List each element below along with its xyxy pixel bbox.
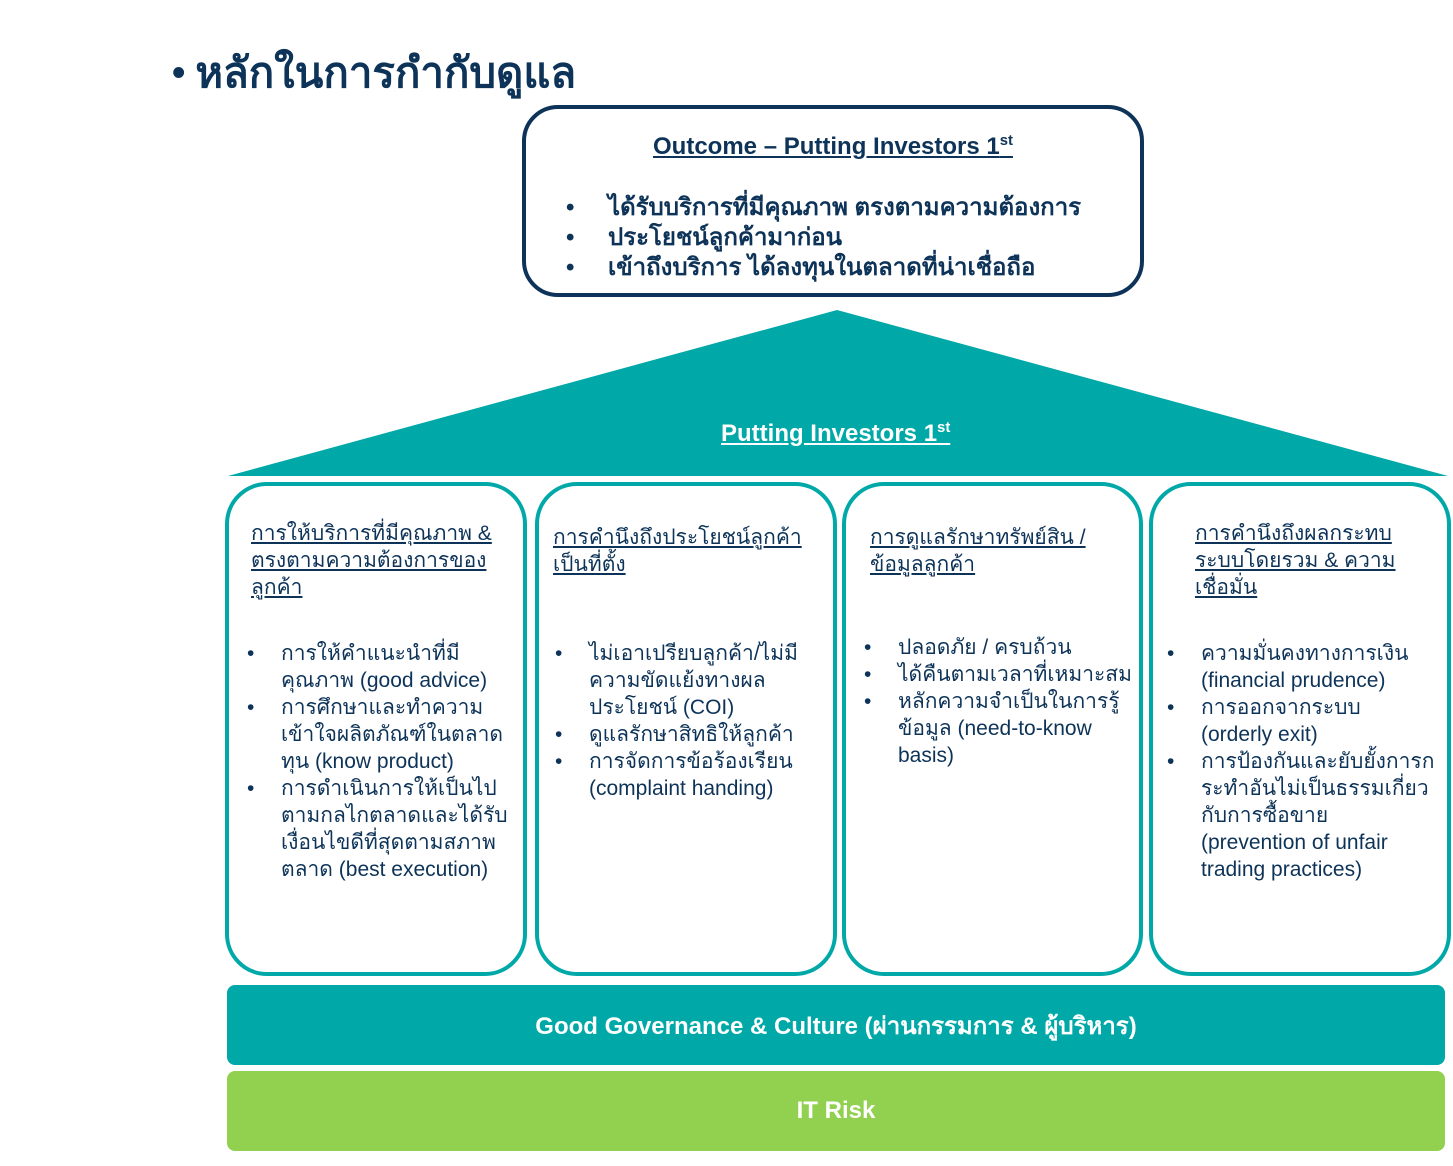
outcome-list: ได้รับบริการที่มีคุณภาพ ตรงตามความต้องกา… xyxy=(566,193,1081,283)
pillar-list: การให้คำแนะนำที่มีคุณภาพ (good advice) ก… xyxy=(247,640,509,883)
pillar-item: การดำเนินการให้เป็นไปตามกลไกตลาดและได้รั… xyxy=(247,775,509,883)
outcome-item: เข้าถึงบริการ ได้ลงทุนในตลาดที่น่าเชื่อถ… xyxy=(566,253,1081,283)
pillar-quality-service: การให้บริการที่มีคุณภาพ & ตรงตามความต้อง… xyxy=(225,482,527,976)
pillar-item: การศึกษาและทำความเข้าใจผลิตภัณฑ์ในตลาดทุ… xyxy=(247,694,509,775)
governance-label: Good Governance & Culture (ผ่านกรรมการ &… xyxy=(535,1012,1137,1040)
bullet-icon: • xyxy=(172,51,186,94)
governance-band: Good Governance & Culture (ผ่านกรรมการ &… xyxy=(227,985,1445,1065)
roof-triangle xyxy=(228,310,1448,476)
pillar-item: ดูแลรักษาสิทธิให้ลูกค้า xyxy=(555,721,817,748)
outcome-heading: Outcome – Putting Investors 1st xyxy=(526,133,1140,161)
pillar-item: การป้องกันและยับยั้งการกระทำอันไม่เป็นธร… xyxy=(1167,748,1437,883)
roof-label-sup: st xyxy=(937,420,951,436)
pillar-item: ปลอดภัย / ครบถ้วน xyxy=(864,634,1132,661)
outcome-heading-sup: st xyxy=(999,133,1013,149)
pillar-heading: การให้บริการที่มีคุณภาพ & ตรงตามความต้อง… xyxy=(251,522,492,599)
pillar-item: การให้คำแนะนำที่มีคุณภาพ (good advice) xyxy=(247,640,509,694)
roof-shape xyxy=(228,310,1448,476)
page-title: • หลักในการกำกับดูแล xyxy=(172,40,576,106)
pillar-item: การออกจากระบบ (orderly exit) xyxy=(1167,694,1437,748)
it-risk-band: IT Risk xyxy=(227,1071,1445,1151)
pillar-item: ได้คืนตามเวลาที่เหมาะสม xyxy=(864,661,1132,688)
pillar-heading: การดูแลรักษาทรัพย์สิน / ข้อมูลลูกค้า xyxy=(870,526,1086,576)
pillar-item: ไม่เอาเปรียบลูกค้า/ไม่มีความขัดแย้งทางผล… xyxy=(555,640,817,721)
pillar-list: ปลอดภัย / ครบถ้วน ได้คืนตามเวลาที่เหมาะส… xyxy=(864,634,1132,769)
pillar-customer-benefit: การคำนึงถึงประโยชน์ลูกค้าเป็นที่ตั้ง ไม่… xyxy=(535,482,837,976)
pillar-heading: การคำนึงถึงผลกระทบระบบโดยรวม & ความเชื่อ… xyxy=(1195,522,1396,599)
roof-label-text: Putting Investors 1 xyxy=(721,420,938,447)
pillar-item: การจัดการข้อร้องเรียน (complaint handing… xyxy=(555,748,817,802)
outcome-box: Outcome – Putting Investors 1st ได้รับบร… xyxy=(522,105,1144,297)
it-risk-label: IT Risk xyxy=(796,1097,876,1124)
outcome-item: ประโยชน์ลูกค้ามาก่อน xyxy=(566,223,1081,253)
roof-label: Putting Investors 1st xyxy=(721,420,950,448)
pillar-system-confidence: การคำนึงถึงผลกระทบระบบโดยรวม & ความเชื่อ… xyxy=(1149,482,1451,976)
pillar-list: ไม่เอาเปรียบลูกค้า/ไม่มีความขัดแย้งทางผล… xyxy=(555,640,817,802)
pillar-asset-protection: การดูแลรักษาทรัพย์สิน / ข้อมูลลูกค้า ปลอ… xyxy=(842,482,1143,976)
pillar-item: ความมั่นคงทางการเงิน (financial prudence… xyxy=(1167,640,1437,694)
pillar-item: หลักความจำเป็นในการรู้ข้อมูล (need-to-kn… xyxy=(864,688,1132,769)
outcome-item: ได้รับบริการที่มีคุณภาพ ตรงตามความต้องกา… xyxy=(566,193,1081,223)
page-title-text: หลักในการกำกับดูแล xyxy=(195,49,577,96)
outcome-heading-text: Outcome – Putting Investors 1 xyxy=(653,133,1000,160)
pillar-list: ความมั่นคงทางการเงิน (financial prudence… xyxy=(1167,640,1437,883)
pillar-heading: การคำนึงถึงประโยชน์ลูกค้าเป็นที่ตั้ง xyxy=(553,526,802,576)
